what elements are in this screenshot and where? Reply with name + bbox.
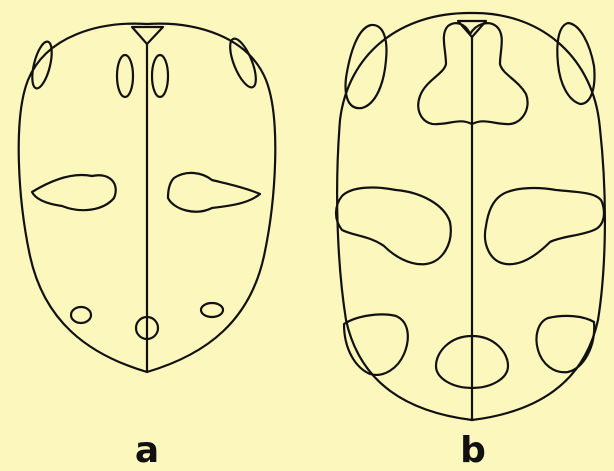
- label-a: a: [127, 436, 167, 466]
- label-b: b: [453, 436, 493, 466]
